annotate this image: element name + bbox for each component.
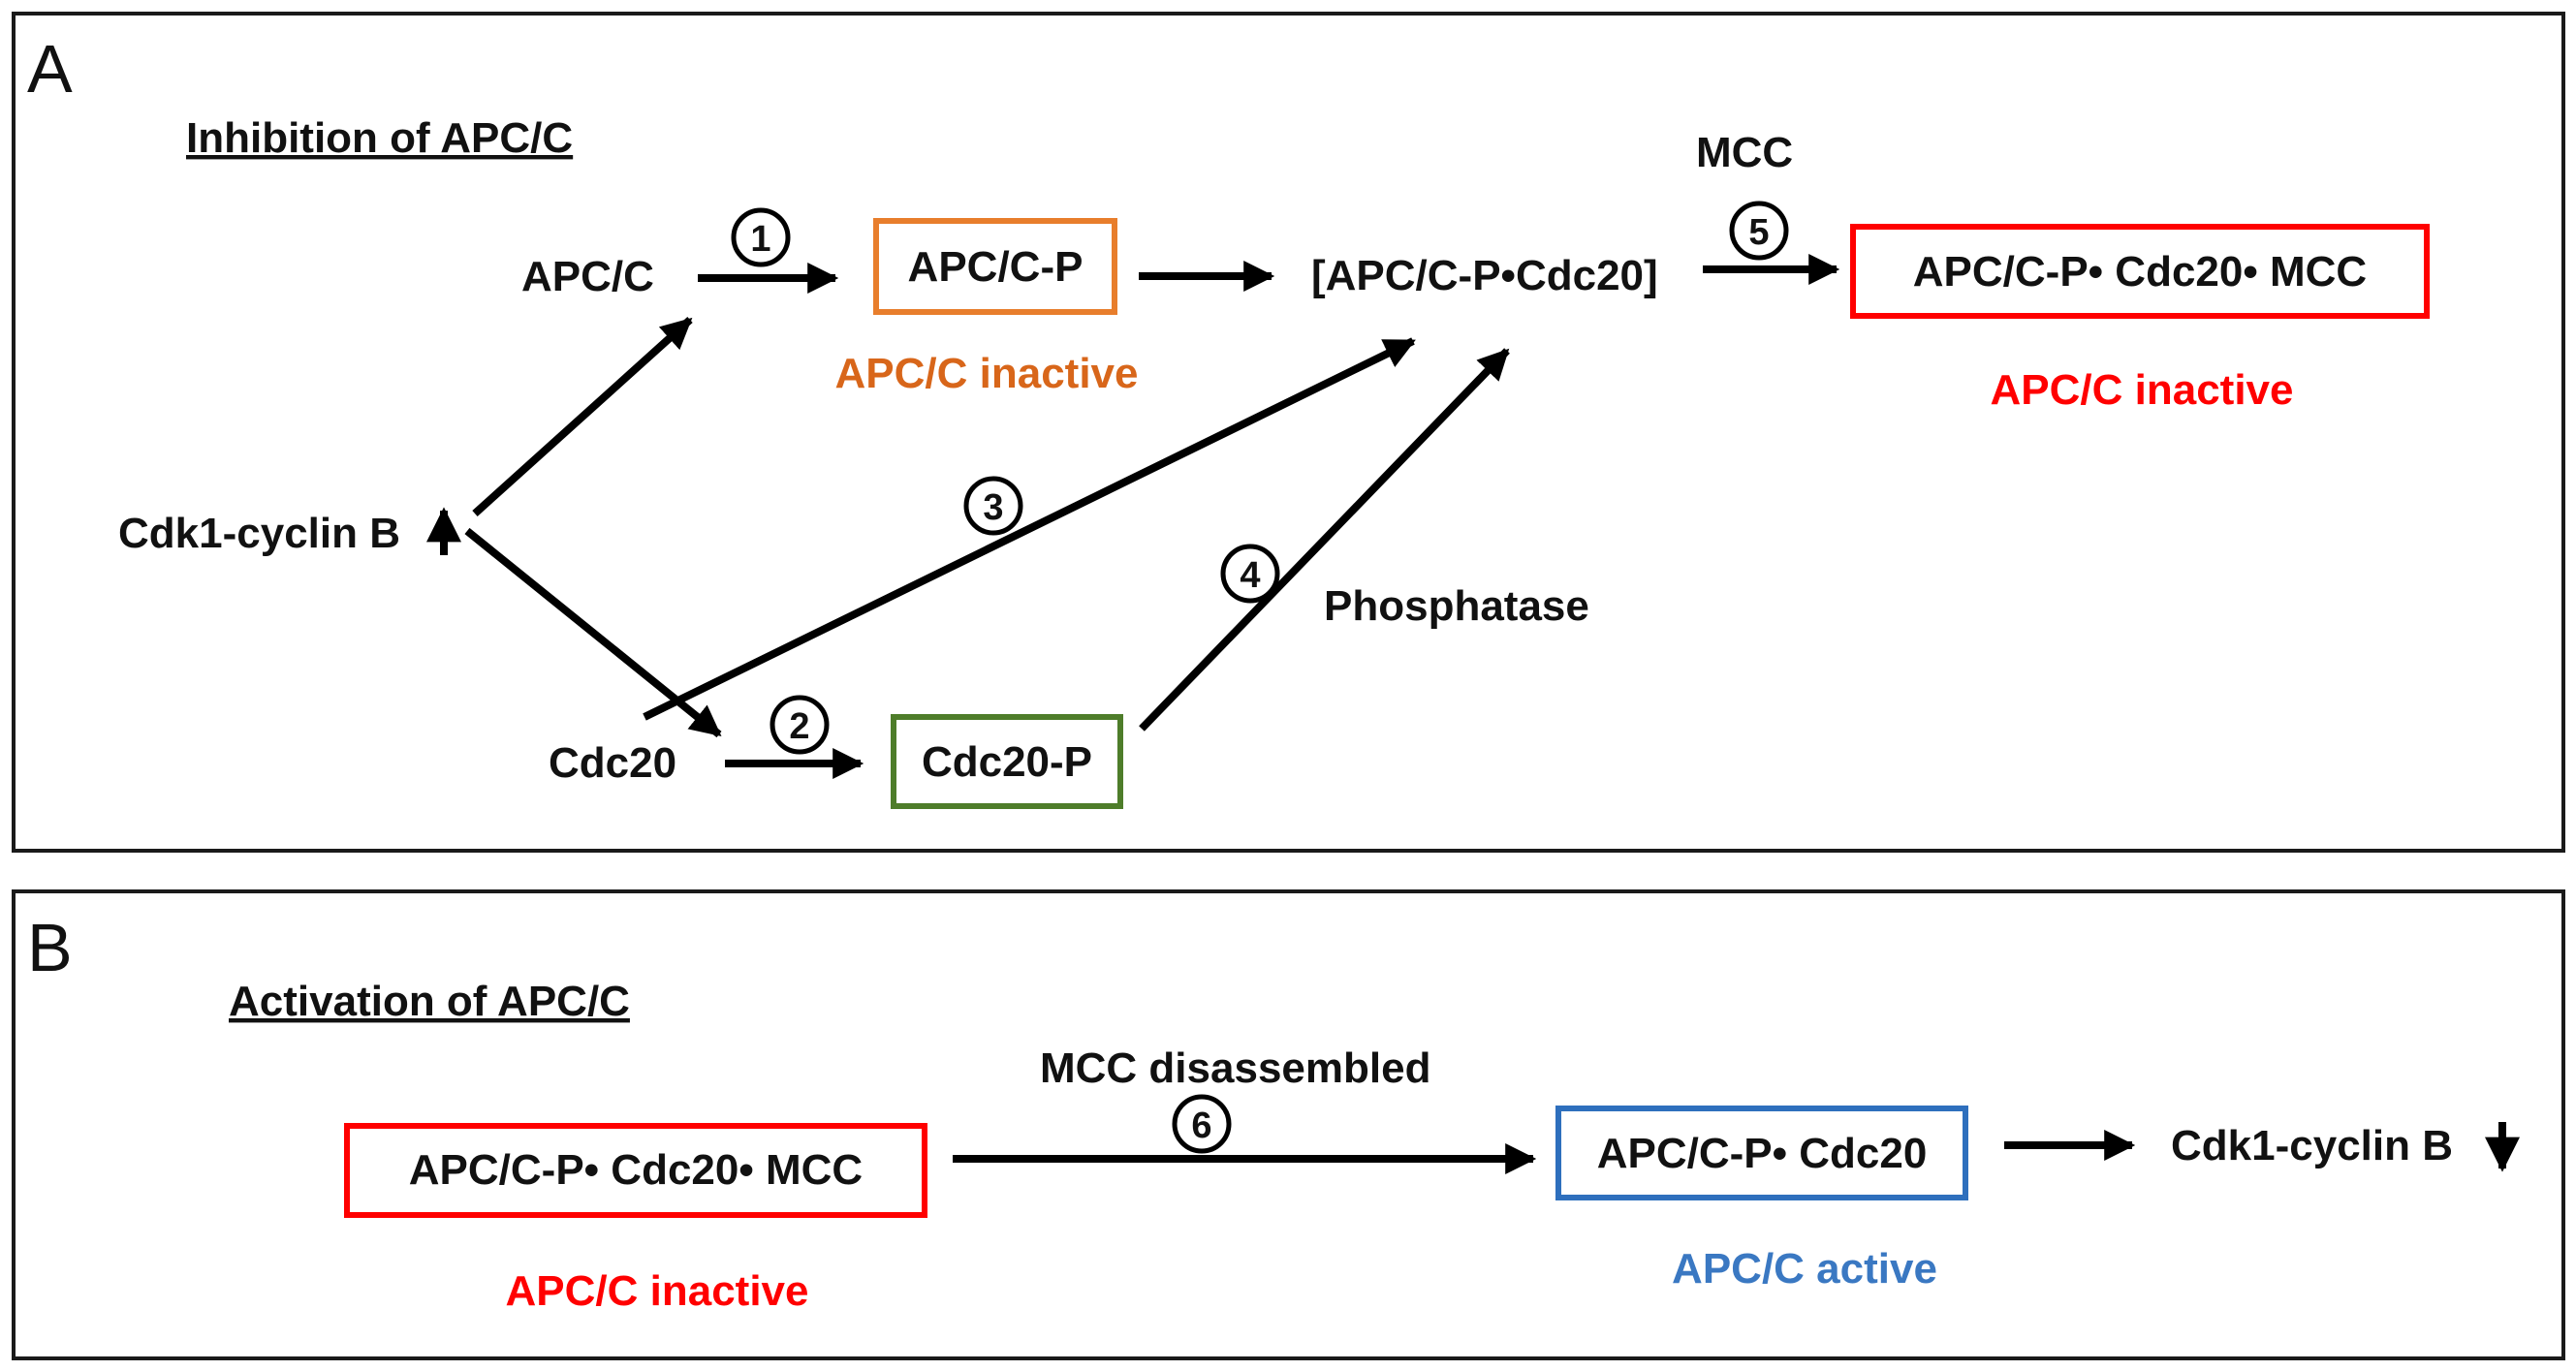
step-4-marker: 4	[1220, 544, 1280, 604]
panel-b-heading: Activation of APC/C	[229, 978, 630, 1025]
panel-a: A Inhibition of APC/C APC/C 1 APC/C-P AP…	[12, 12, 2565, 853]
step-3-marker: 3	[963, 476, 1023, 536]
label-apcc-inactive-red: APC/C inactive	[1991, 366, 2294, 414]
label-mcc-disassembled: MCC disassembled	[1040, 1044, 1430, 1092]
arrow-step-3	[643, 337, 1416, 721]
panel-b-frame	[12, 889, 2565, 1360]
arrow-step-4	[1139, 348, 1510, 732]
panel-a-frame	[12, 12, 2565, 853]
panel-a-heading: Inhibition of APC/C	[186, 114, 573, 162]
step-1-number: 1	[750, 219, 770, 260]
step-5-number: 5	[1748, 212, 1769, 253]
panel-b: B Activation of APC/C APC/C-P• Cdc20• MC…	[12, 889, 2565, 1360]
node-b-apcc-p-cdc20-mcc: APC/C-P• Cdc20• MCC	[409, 1146, 863, 1194]
step-2-number: 2	[789, 706, 809, 747]
arrow-cdk1-to-apcc	[472, 317, 693, 516]
label-phosphatase: Phosphatase	[1324, 582, 1589, 630]
label-b-apcc-inactive: APC/C inactive	[506, 1267, 809, 1315]
node-cdc20: Cdc20	[549, 739, 676, 787]
arrow-cdk1-to-cdc20	[464, 527, 722, 738]
step-6-marker: 6	[1172, 1094, 1232, 1154]
step-2-marker: 2	[770, 695, 830, 755]
box-apcc-p	[873, 218, 1117, 315]
node-apcc-p-cdc20: [APC/C-P•Cdc20]	[1311, 252, 1658, 299]
step-1-marker: 1	[731, 207, 791, 267]
label-mcc: MCC	[1696, 129, 1793, 176]
node-cdc20-p: Cdc20-P	[922, 738, 1092, 786]
box-b-apcc-p-cdc20	[1555, 1106, 1968, 1200]
node-apcc-p-cdc20-mcc: APC/C-P• Cdc20• MCC	[1913, 248, 2367, 296]
step-4-number: 4	[1240, 555, 1260, 596]
label-b-apcc-active: APC/C active	[1672, 1245, 1937, 1293]
panel-a-letter: A	[27, 31, 73, 107]
box-b-apcc-p-cdc20-mcc	[344, 1123, 927, 1218]
node-b-cdk1-cyclin-b: Cdk1-cyclin B	[2171, 1122, 2453, 1169]
node-apcc-p: APC/C-P	[908, 243, 1084, 291]
box-apcc-p-cdc20-mcc	[1850, 224, 2430, 319]
step-6-number: 6	[1191, 1106, 1211, 1146]
node-apcc: APC/C	[521, 253, 654, 300]
label-apcc-inactive-orange: APC/C inactive	[835, 350, 1139, 397]
node-cdk1-cyclin-b: Cdk1-cyclin B	[118, 510, 400, 557]
panel-b-letter: B	[27, 910, 73, 985]
node-b-apcc-p-cdc20: APC/C-P• Cdc20	[1597, 1130, 1928, 1177]
box-cdc20-p	[891, 714, 1123, 809]
step-5-marker: 5	[1729, 201, 1789, 261]
step-3-number: 3	[983, 487, 1003, 528]
